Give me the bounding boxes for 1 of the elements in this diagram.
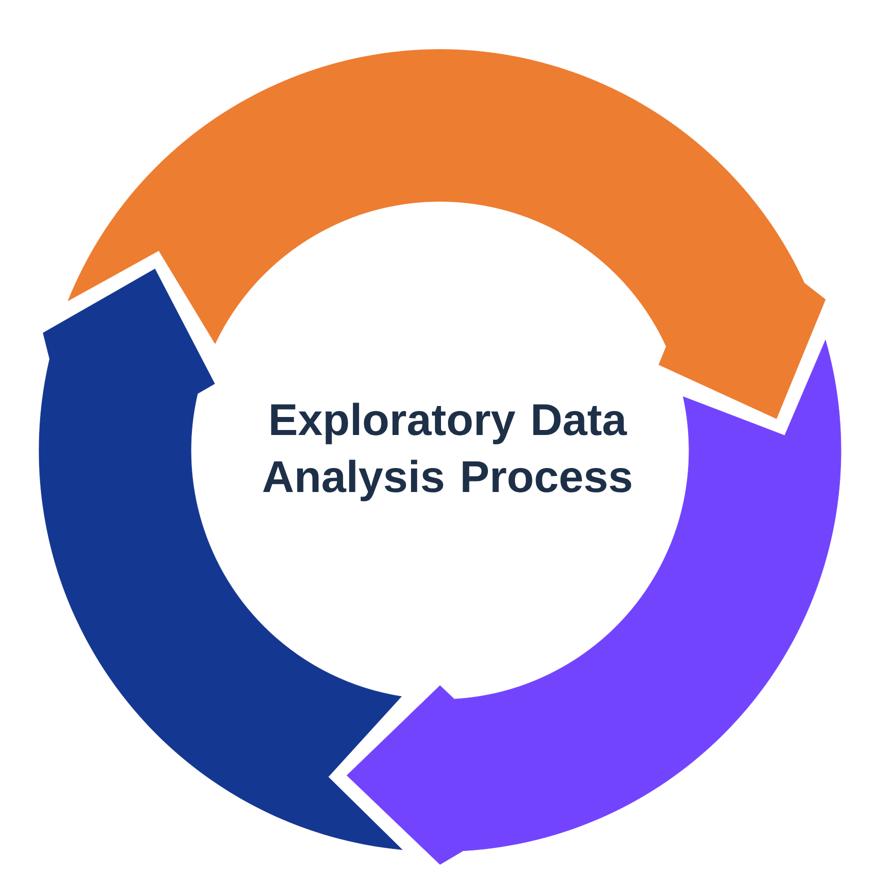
title: Exploratory Data Analysis Process [263, 402, 632, 502]
